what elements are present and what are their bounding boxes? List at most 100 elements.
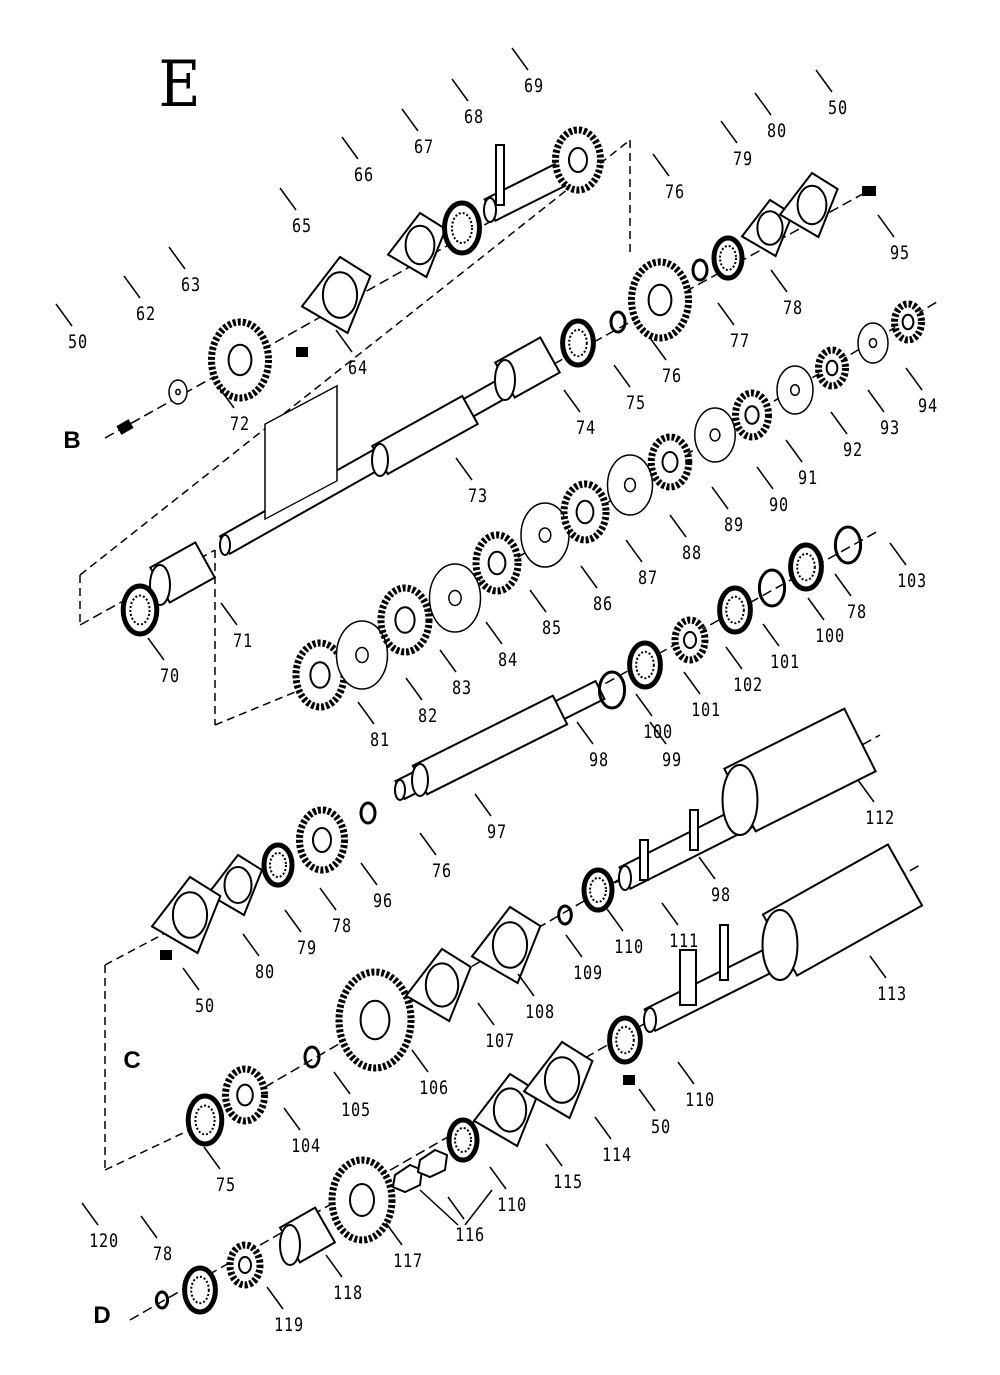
leader-line bbox=[485, 621, 503, 645]
leader-line bbox=[220, 602, 238, 626]
leader-line bbox=[625, 539, 643, 563]
bearing-110b-balls bbox=[454, 1127, 472, 1153]
part-number-label: 79 bbox=[297, 937, 317, 959]
bearing-101-balls bbox=[635, 650, 655, 680]
housing-114-bore bbox=[543, 1056, 581, 1104]
screw-64 bbox=[296, 347, 308, 357]
part-number-label: 110 bbox=[497, 1194, 527, 1216]
ring-76c bbox=[359, 801, 377, 825]
leader-line bbox=[652, 153, 670, 177]
part-number-label: 90 bbox=[769, 494, 789, 516]
part-number-label: 103 bbox=[897, 570, 927, 592]
shaft-112-end bbox=[618, 865, 632, 891]
leader-line bbox=[477, 1002, 495, 1026]
part-number-label: 94 bbox=[918, 395, 938, 417]
washer-82-hole bbox=[355, 646, 369, 664]
part-number-label: 119 bbox=[274, 1314, 304, 1336]
part-number-label: 86 bbox=[593, 593, 613, 615]
gasket-66-bore bbox=[404, 224, 436, 266]
ring-76b bbox=[691, 258, 709, 282]
bearing-75-balls bbox=[568, 328, 588, 358]
gear-117-bore bbox=[349, 1183, 375, 1217]
part-number-label: 115 bbox=[553, 1171, 583, 1193]
ring-120 bbox=[154, 1290, 170, 1310]
washer-94-hole bbox=[868, 337, 878, 349]
drum-113-end bbox=[761, 909, 799, 981]
section-label-d: D bbox=[93, 1302, 111, 1329]
part-number-label: 107 bbox=[485, 1030, 515, 1052]
gear-96-bore bbox=[312, 827, 332, 853]
leader-line bbox=[81, 1202, 99, 1226]
part-number-label: 76 bbox=[432, 860, 452, 882]
flange-80b-bore bbox=[171, 891, 209, 939]
bearing-78d-balls bbox=[190, 1275, 210, 1305]
part-number-label: 108 bbox=[525, 1001, 555, 1023]
part-number-label: 71 bbox=[233, 630, 253, 652]
spline-section-97-end bbox=[411, 763, 429, 797]
part-number-label: 69 bbox=[524, 75, 544, 97]
leader-line bbox=[385, 1222, 403, 1246]
part-number-label: 110 bbox=[685, 1089, 715, 1111]
circlip-100b bbox=[757, 568, 787, 608]
part-number-label: 67 bbox=[414, 136, 434, 158]
part-number-label: 50 bbox=[68, 331, 88, 353]
leader-line bbox=[217, 385, 235, 409]
part-number-label: 78 bbox=[332, 915, 352, 937]
bearing-110-balls bbox=[589, 877, 607, 903]
bearing-78c-balls bbox=[269, 852, 287, 878]
part-number-label: 100 bbox=[815, 625, 845, 647]
part-number-label: 78 bbox=[847, 601, 867, 623]
gasket-79b-bore bbox=[223, 866, 253, 904]
key-99 bbox=[689, 809, 699, 851]
part-number-label: 65 bbox=[292, 215, 312, 237]
shaft-69-end bbox=[483, 197, 497, 223]
leader-line bbox=[725, 646, 743, 670]
gasket-115-bore bbox=[492, 1087, 528, 1133]
leader-line bbox=[815, 69, 833, 93]
leader-line bbox=[401, 108, 419, 132]
shaft-113-end bbox=[643, 1007, 657, 1033]
leader-line bbox=[711, 486, 729, 510]
leader-line bbox=[576, 721, 594, 745]
spline-section-73-end bbox=[371, 443, 389, 477]
part-number-label: 91 bbox=[798, 467, 818, 489]
main-shaft-73-end bbox=[219, 534, 231, 556]
leader-line bbox=[877, 214, 895, 238]
part-number-label: 73 bbox=[468, 485, 488, 507]
part-number-label: 84 bbox=[498, 649, 518, 671]
leader-line bbox=[451, 78, 469, 102]
part-number-label: 92 bbox=[843, 439, 863, 461]
spacer-74-end bbox=[494, 359, 516, 401]
leader-line bbox=[341, 136, 359, 160]
leader-line bbox=[594, 1116, 612, 1140]
leader-line bbox=[580, 565, 598, 589]
leader-line bbox=[677, 1061, 695, 1085]
bearing-78-balls bbox=[719, 245, 737, 271]
part-number-label: 112 bbox=[865, 807, 895, 829]
leader-line bbox=[283, 1107, 301, 1131]
leader-line bbox=[857, 779, 875, 803]
washer-90-hole bbox=[709, 428, 721, 442]
part-number-label: 105 bbox=[341, 1099, 371, 1121]
leader-line bbox=[807, 597, 825, 621]
leader-line bbox=[242, 933, 260, 957]
part-number-label: 79 bbox=[733, 148, 753, 170]
gear-93-bore bbox=[825, 359, 839, 377]
leader-line bbox=[649, 721, 667, 745]
diagram-title: E bbox=[158, 48, 202, 122]
gear-69-bore bbox=[568, 147, 588, 173]
washer-62-hole bbox=[175, 388, 181, 396]
leader-line bbox=[411, 1049, 429, 1073]
gear-95-bore bbox=[901, 313, 915, 331]
leader-line bbox=[279, 187, 297, 211]
bearing-75b-balls bbox=[194, 1104, 216, 1136]
washer-84-hole bbox=[448, 589, 462, 607]
leader-line bbox=[830, 411, 848, 435]
leader-line bbox=[489, 1166, 507, 1190]
part-number-label: 117 bbox=[393, 1250, 423, 1272]
leader-line bbox=[319, 887, 337, 911]
leader-line bbox=[419, 832, 437, 856]
leader-line bbox=[405, 677, 423, 701]
part-number-label: 88 bbox=[682, 542, 702, 564]
